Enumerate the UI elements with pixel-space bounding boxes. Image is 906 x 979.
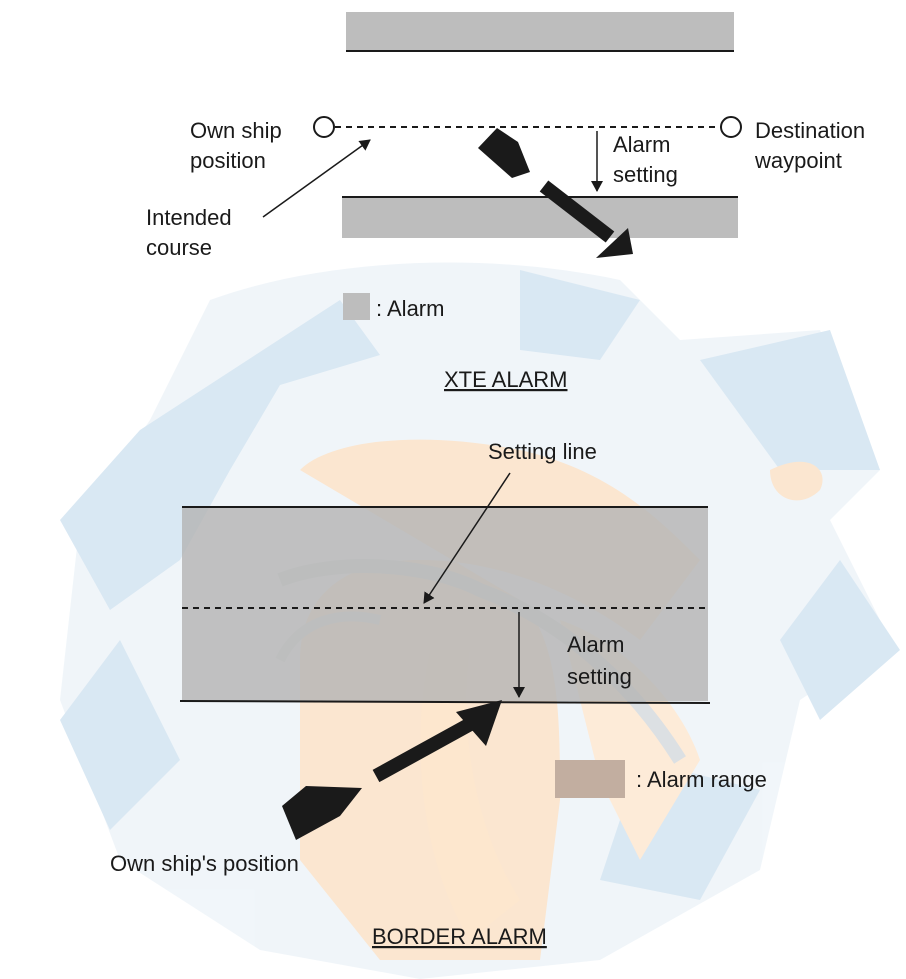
border-alarm-range-band [182,507,708,701]
setting-line-pointer [423,472,511,604]
setting-line-label: Setting line [488,439,597,464]
border-legend-label: : Alarm range [636,767,767,792]
border-alarm-section: Setting line Alarm setting : Alarm range… [110,439,767,949]
own-ship-label: Own ship position [190,118,288,173]
border-alarm-setting-label: Alarm setting [567,632,632,689]
intended-course-label: Intended course [146,205,238,260]
xte-alarm-setting-label: Alarm setting [613,132,678,187]
intended-course-pointer [262,139,371,218]
xte-upper-alarm-band [346,12,734,51]
xte-legend-swatch [343,293,370,320]
open-circle-icon [313,116,335,138]
xte-alarm-title: XTE ALARM [444,367,567,392]
xte-lower-alarm-band [342,197,738,238]
own-ship-position-label: Own ship's position [110,851,299,876]
border-alarm-title: BORDER ALARM [372,924,547,949]
open-circle-icon [720,116,742,138]
xte-legend-label: : Alarm [376,296,444,321]
destination-waypoint-label: Destination waypoint [754,118,871,173]
border-bottom-line [179,700,711,704]
ship-arrow-icon [478,128,633,258]
xte-alarm-section: Own ship position Destination waypoint A… [146,12,871,392]
ship-arrow-icon [282,700,502,840]
border-legend-swatch [555,760,625,798]
